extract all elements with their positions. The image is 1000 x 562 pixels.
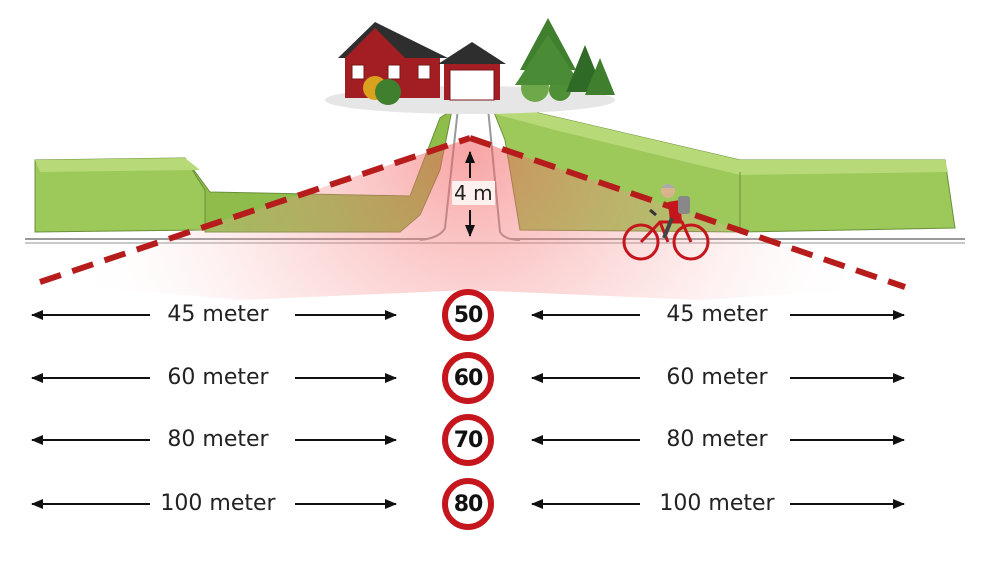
- speed-row: 80 meter 80 meter 70: [0, 414, 1000, 466]
- left-distance-label: 100 meter: [160, 491, 276, 516]
- speed-limit-sign: 70: [442, 414, 494, 466]
- left-distance-label: 80 meter: [167, 427, 269, 452]
- right-distance-label: 45 meter: [666, 302, 768, 327]
- sight-lines: [39, 135, 906, 290]
- speed-limit-value: 50: [453, 302, 484, 328]
- speed-limit-value: 80: [453, 491, 484, 517]
- trees: [515, 18, 615, 95]
- distance-arrows: [31, 435, 905, 445]
- speed-row: 45 meter 45 meter 50: [0, 289, 1000, 341]
- sight-height-label: 4 m: [452, 181, 495, 205]
- cyclist: [622, 184, 710, 261]
- garage: [438, 42, 506, 101]
- speed-limit-value: 70: [453, 427, 484, 453]
- house-group: [325, 18, 615, 114]
- speed-row: 100 meter 100 meter 80: [0, 478, 1000, 530]
- right-distance-label: 60 meter: [666, 365, 768, 390]
- left-distance-label: 60 meter: [167, 365, 269, 390]
- right-distance-label: 100 meter: [659, 491, 775, 516]
- distance-arrows: [31, 310, 905, 320]
- speed-limit-sign: 60: [442, 352, 494, 404]
- speed-limit-value: 60: [453, 365, 484, 391]
- distance-arrows: [31, 373, 905, 383]
- left-distance-label: 45 meter: [167, 302, 269, 327]
- speed-limit-sign: 80: [442, 478, 494, 530]
- speed-limit-sign: 50: [442, 289, 494, 341]
- right-sight-line: [469, 135, 906, 290]
- distance-arrows: [31, 499, 905, 509]
- right-distance-label: 80 meter: [666, 427, 768, 452]
- left-sight-line: [39, 135, 471, 285]
- speed-row: 60 meter 60 meter 60: [0, 352, 1000, 404]
